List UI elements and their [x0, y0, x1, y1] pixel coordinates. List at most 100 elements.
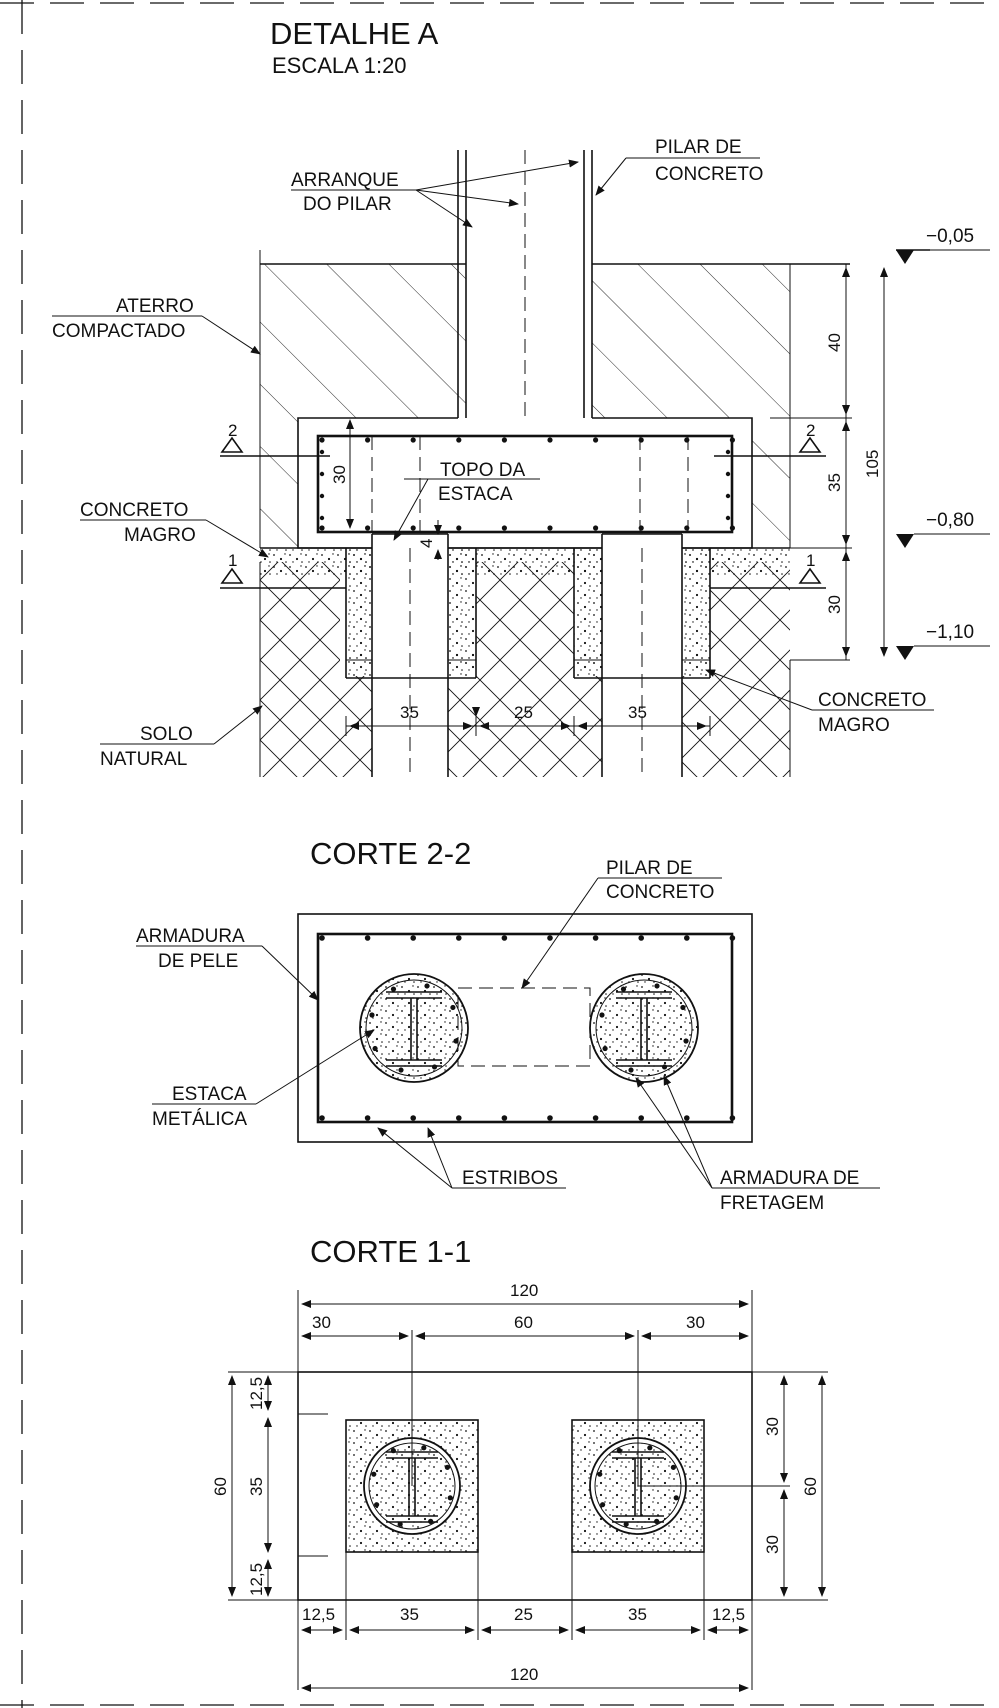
fretagem-bar-dot	[424, 983, 430, 989]
estacas	[345, 533, 711, 777]
fretagem-bar-dot	[431, 1064, 438, 1070]
label-armadura-pele-2: DE PELE	[158, 951, 238, 972]
fretagem-bar-dot	[647, 1445, 653, 1451]
corte-1-1: CORTE 1-1 120 30 60 30	[211, 1234, 828, 1692]
estaca-metalica-left	[359, 973, 469, 1083]
label-c22-pilar-1: PILAR DE	[606, 858, 693, 879]
fretagem-bar-dot	[421, 1445, 427, 1451]
label-pilar-2: CONCRETO	[655, 164, 763, 185]
corte-2-2-annotations: PILAR DE CONCRETO ARMADURA DE PELE ESTAC…	[136, 858, 880, 1214]
dim-left-35: 35	[247, 1477, 266, 1496]
dim-top-30b: 30	[686, 1313, 705, 1332]
detail-a: DETALHE A ESCALA 1:20	[52, 16, 990, 777]
rebar-dot	[319, 493, 325, 499]
fretagem-bar-dot	[453, 1038, 459, 1044]
dim-40: 40	[825, 333, 844, 352]
rebar-dot	[501, 935, 508, 941]
dim-bottom-120: 120	[510, 1665, 538, 1684]
pilar	[457, 150, 593, 545]
fretagem-bar-dot	[602, 1045, 608, 1052]
dim-bottom-25: 25	[514, 1605, 533, 1624]
label-topo-1: TOPO DA	[440, 460, 525, 481]
dim-left-60: 60	[211, 1477, 230, 1496]
fretagem-bar-dot	[371, 1471, 377, 1477]
fretagem-bar-dot	[623, 1521, 629, 1527]
rebar-dot	[365, 525, 371, 531]
section-mark-2-left: 2	[228, 421, 237, 440]
fretagem-bar-dot	[372, 1045, 378, 1052]
bloco-coroamento	[297, 417, 753, 549]
dim-left-12-5b: 12,5	[247, 1563, 266, 1596]
label-arranque-1: ARRANQUE	[291, 170, 399, 191]
rebar-dot	[725, 515, 731, 521]
c11-dims-left: 60 12,5 35 12,5	[211, 1371, 298, 1601]
dims-bottom: 35 25 35	[345, 703, 711, 736]
rebar-dot	[365, 437, 371, 443]
rebar-dot	[684, 525, 690, 531]
rebar-dot	[319, 449, 325, 455]
section-mark-1-left: 1	[228, 551, 237, 570]
corte-2-2: CORTE 2-2 PILAR DE CONCRETO ARMADURA DE …	[136, 836, 880, 1214]
fretagem-bar-dot	[428, 1518, 434, 1524]
dim-bottom-12-5b: 12,5	[712, 1605, 745, 1624]
fretagem-bar-dot	[374, 1502, 380, 1508]
rebar-dot	[456, 1115, 462, 1121]
rebar-dot	[319, 1115, 325, 1121]
fretagem-bar-dot	[670, 1464, 676, 1470]
c11-dims-top: 120 30 60 30	[297, 1281, 753, 1372]
rebar-dot	[456, 525, 462, 531]
fretagem-bar-dot	[390, 986, 397, 992]
label-concreto-magro-left-2: MAGRO	[124, 525, 196, 546]
label-aterro-2: COMPACTADO	[52, 321, 185, 342]
c11-dims-right: 30 30 60	[752, 1371, 828, 1601]
rebar-dot	[592, 1115, 599, 1121]
dim-top-120: 120	[510, 1281, 538, 1300]
fretagem-bar-dot	[444, 1464, 450, 1470]
rebar-dot	[319, 515, 325, 521]
rebar-dot	[725, 449, 731, 455]
fretagem-bar-dot	[683, 1038, 689, 1044]
rebar-dot	[319, 935, 325, 941]
section-marks: 2 2 1 1	[220, 421, 826, 589]
label-concreto-magro-right-2: MAGRO	[818, 715, 890, 736]
rebar-dot	[684, 935, 690, 941]
dim-105: 105	[863, 450, 882, 478]
fretagem-bar-dot	[597, 1471, 603, 1477]
rebar-dot	[725, 471, 731, 477]
dim-top-60: 60	[514, 1313, 533, 1332]
fretagem-bar-dot	[600, 1502, 606, 1508]
dim-top-30a: 30	[312, 1313, 331, 1332]
rebar-dot	[592, 935, 599, 941]
rebar-dot	[729, 1115, 736, 1121]
rebar-dot	[593, 437, 599, 443]
fretagem-bar-dot	[673, 1495, 679, 1501]
fretagem-bar-dot	[654, 1518, 660, 1524]
dim-bottom-12-5a: 12,5	[302, 1605, 335, 1624]
dims-left: 30 4	[330, 419, 442, 560]
label-estribos: ESTRIBOS	[462, 1168, 558, 1189]
rebar-dot	[410, 437, 416, 443]
dim-bottom-35a: 35	[400, 703, 419, 722]
rebar-dot	[364, 935, 371, 941]
label-concreto-magro-left-1: CONCRETO	[80, 500, 188, 521]
label-estaca-1: ESTACA	[172, 1084, 247, 1105]
fretagem-bar-dot	[450, 1004, 456, 1011]
rebar-dot	[725, 493, 731, 499]
section-mark-1-right: 1	[806, 551, 815, 570]
label-estaca-2: METÁLICA	[152, 1109, 247, 1130]
rebar-dot	[501, 1115, 508, 1121]
level-markers: −0,05 −0,80 −1,10	[896, 226, 990, 660]
estaca-metalica-right	[589, 973, 699, 1083]
label-concreto-magro-right-1: CONCRETO	[818, 690, 926, 711]
rebar-dot	[729, 437, 736, 443]
rebar-dot	[319, 437, 325, 443]
corte-2-2-title: CORTE 2-2	[310, 836, 471, 871]
label-armadura-pele-1: ARMADURA	[136, 926, 245, 947]
dim-right-60: 60	[801, 1477, 820, 1496]
fretagem-bar-dot	[447, 1495, 453, 1501]
label-aterro-1: ATERRO	[116, 296, 194, 317]
dim-35: 35	[825, 473, 844, 492]
label-solo-2: NATURAL	[100, 749, 187, 770]
